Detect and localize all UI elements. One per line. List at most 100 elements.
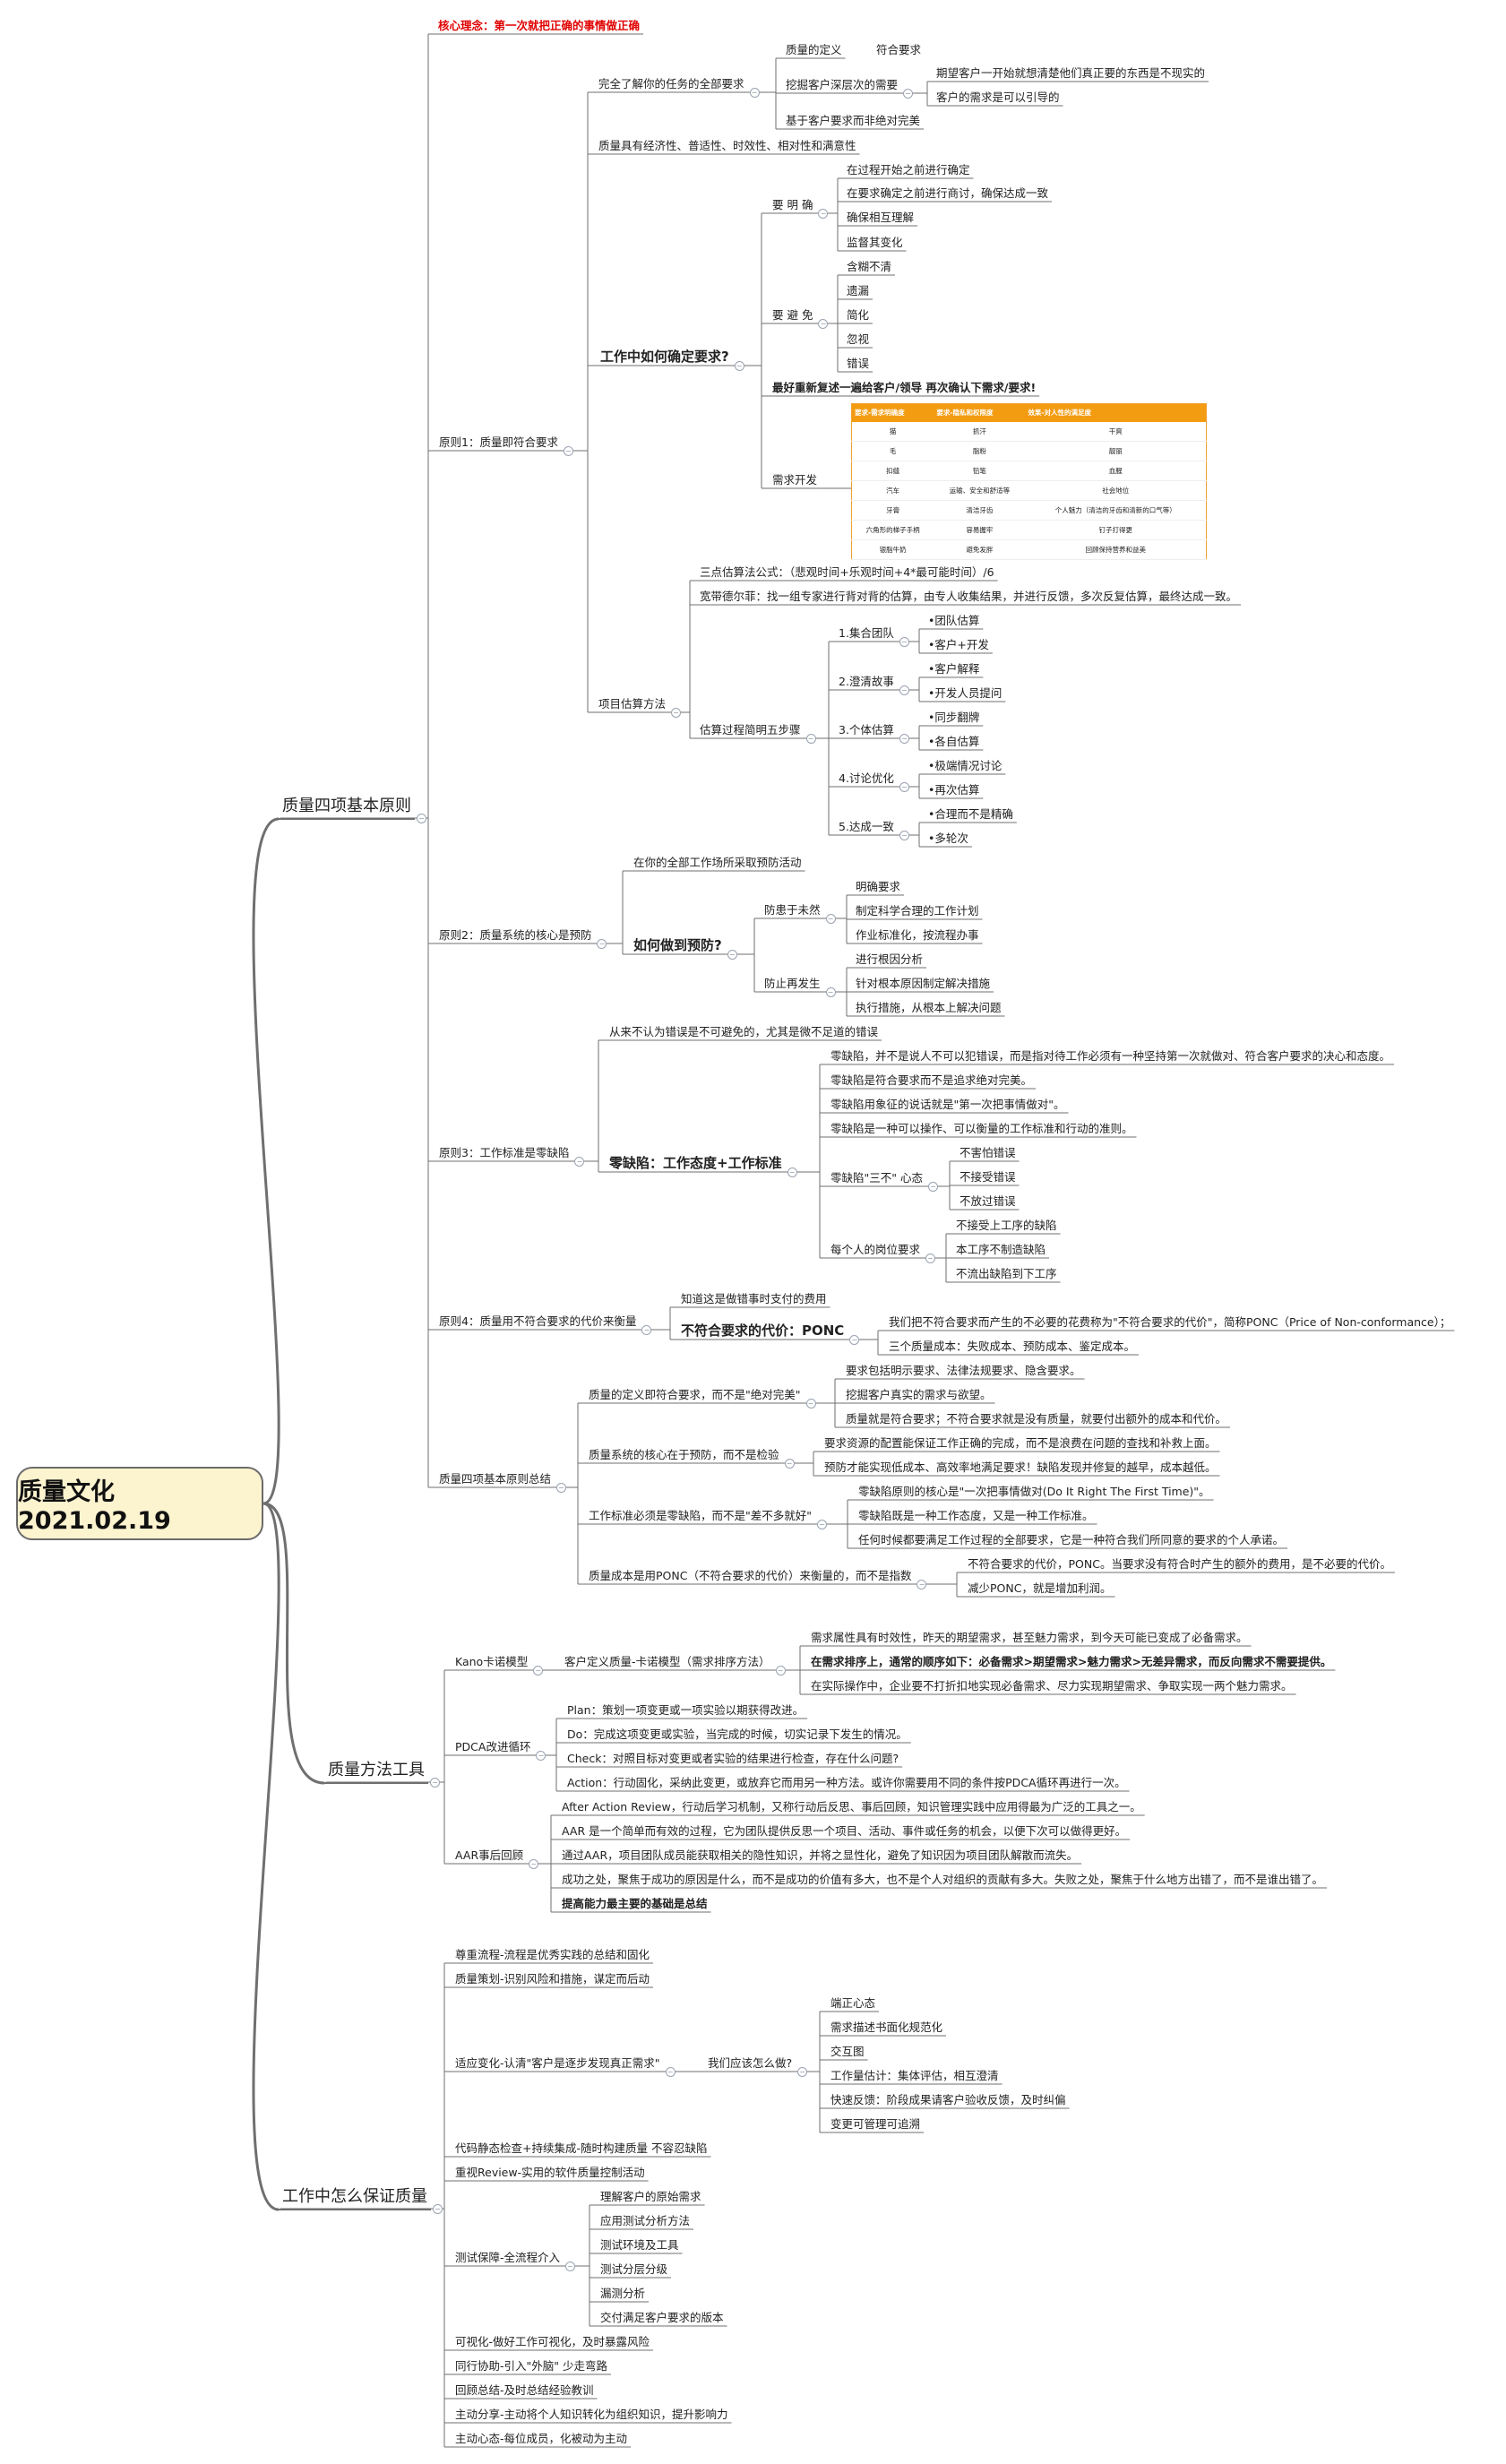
sum-2a[interactable]: 要求资源的配置能保证工作正确的完成，而不是浪费在问题的查找和补救上面。 bbox=[824, 1436, 1217, 1450]
prevent-1[interactable]: 明确要求 bbox=[856, 880, 901, 893]
how-4[interactable]: 工作量估计：集体评估，相互澄清 bbox=[830, 2069, 999, 2082]
collapse-toggle-icon[interactable]: − bbox=[805, 734, 816, 744]
collapse-toggle-icon[interactable]: − bbox=[825, 914, 836, 924]
collapse-toggle-icon[interactable]: − bbox=[417, 814, 426, 823]
p3-zero-defect[interactable]: 零缺陷：工作态度+工作标准 bbox=[609, 1155, 782, 1171]
step-2a[interactable]: •客户解释 bbox=[928, 662, 980, 676]
test-5[interactable]: 漏测分析 bbox=[600, 2287, 646, 2300]
collapse-toggle-icon[interactable]: − bbox=[825, 987, 836, 997]
p1-deep-needs-1[interactable]: 期望客户一开始就想清楚他们真正要的东西是不现实的 bbox=[936, 66, 1206, 80]
tool-kano[interactable]: Kano卡诺模型 bbox=[455, 1655, 529, 1668]
aar-4[interactable]: 成功之处，聚焦于成功的原因是什么，而不是成功的价值有多大，也不是个人对组织的贡献… bbox=[562, 1873, 1324, 1886]
clear-2[interactable]: 在要求确定之前进行商讨，确保达成一致 bbox=[847, 186, 1049, 200]
three-no-3[interactable]: 不放过错误 bbox=[960, 1194, 1016, 1208]
p4-cost-of-errors[interactable]: 知道这是做错事时支付的费用 bbox=[681, 1292, 827, 1305]
collapse-toggle-icon[interactable]: − bbox=[787, 1167, 797, 1177]
ensure-9[interactable]: 回顾总结-及时总结经验教训 bbox=[455, 2383, 594, 2397]
collapse-toggle-icon[interactable]: − bbox=[818, 319, 829, 329]
collapse-toggle-icon[interactable]: − bbox=[899, 831, 909, 840]
step-1[interactable]: 1.集合团队 bbox=[839, 626, 894, 640]
root-topic[interactable]: 质量文化 2021.02.19 bbox=[16, 1467, 263, 1540]
zd-4[interactable]: 零缺陷是一种可以操作、可以衡量的工作标准和行动的准则。 bbox=[830, 1122, 1133, 1135]
kano-2[interactable]: 在需求排序上，通常的顺序如下：必备需求>期望需求>魅力需求>无差异需求，而反向需… bbox=[811, 1655, 1332, 1668]
sum-2b[interactable]: 预防才能实现低成本、高效率地满足要求！缺陷发现并修复的越早，成本越低。 bbox=[824, 1460, 1217, 1474]
collapse-toggle-icon[interactable]: − bbox=[727, 950, 737, 960]
test-4[interactable]: 测试分层分级 bbox=[600, 2262, 668, 2276]
est-five-steps[interactable]: 估算过程简明五步骤 bbox=[700, 723, 801, 737]
collapse-toggle-icon[interactable]: − bbox=[899, 637, 909, 647]
prevent-3[interactable]: 作业标准化，按流程办事 bbox=[856, 928, 979, 942]
avoid-3[interactable]: 简化 bbox=[847, 308, 870, 322]
avoid-1[interactable]: 含糊不清 bbox=[847, 260, 892, 273]
step-2b[interactable]: •开发人员提问 bbox=[928, 686, 1003, 700]
step-3b[interactable]: •各自估算 bbox=[928, 735, 980, 748]
collapse-toggle-icon[interactable]: − bbox=[556, 1483, 567, 1493]
how-2[interactable]: 需求描述书面化规范化 bbox=[830, 2020, 943, 2034]
zd-post-req[interactable]: 每个人的岗位要求 bbox=[830, 1243, 921, 1256]
collapse-toggle-icon[interactable]: − bbox=[817, 1520, 827, 1529]
step-5[interactable]: 5.达成一致 bbox=[839, 820, 894, 833]
collapse-toggle-icon[interactable]: − bbox=[665, 2067, 676, 2077]
ensure-6[interactable]: 测试保障-全流程介入 bbox=[455, 2251, 561, 2264]
test-2[interactable]: 应用测试分析方法 bbox=[600, 2214, 691, 2227]
ensure-7[interactable]: 可视化-做好工作可视化，及时暴露风险 bbox=[455, 2335, 650, 2348]
aar-2[interactable]: AAR 是一个简单而有效的过程，它为团队提供反思一个项目、活动、事件或任务的机会… bbox=[562, 1824, 1127, 1838]
collapse-toggle-icon[interactable]: − bbox=[784, 1459, 795, 1469]
ponc-2[interactable]: 三个质量成本：失败成本、预防成本、鉴定成本。 bbox=[889, 1340, 1136, 1353]
p1-not-perfect[interactable]: 基于客户要求而非绝对完美 bbox=[786, 114, 921, 127]
p1-conformance[interactable]: 符合要求 bbox=[876, 43, 922, 56]
how-3[interactable]: 交互图 bbox=[830, 2045, 865, 2058]
recur-2[interactable]: 针对根本原因制定解决措施 bbox=[856, 977, 991, 990]
collapse-toggle-icon[interactable]: − bbox=[917, 1580, 927, 1590]
pdca-action[interactable]: Action：行动固化，采纳此变更，或放弃它而用另一种方法。或许你需要用不同的条… bbox=[567, 1776, 1126, 1789]
sum-3c[interactable]: 任何时候都要满足工作过程的全部要求，它是一种符合我们所同意的要求的个人承诺。 bbox=[858, 1533, 1285, 1546]
p1-quality-definition[interactable]: 质量的定义 bbox=[786, 43, 842, 56]
sum-1a[interactable]: 要求包括明示要求、法律法规要求、隐含要求。 bbox=[846, 1364, 1081, 1377]
kano-model[interactable]: 客户定义质量-卡诺模型（需求排序方法） bbox=[564, 1655, 770, 1668]
principles-summary[interactable]: 质量四项基本原则总结 bbox=[439, 1472, 552, 1486]
sum-4a[interactable]: 不符合要求的代价，PONC。当要求没有符合时产生的额外的费用，是不必要的代价。 bbox=[968, 1557, 1391, 1571]
step-5a[interactable]: •合理而不是精确 bbox=[928, 807, 1013, 821]
p2-prevention-activities[interactable]: 在你的全部工作场所采取预防活动 bbox=[633, 856, 802, 869]
collapse-toggle-icon[interactable]: − bbox=[775, 1666, 786, 1676]
ensure-1[interactable]: 尊重流程-流程是优秀实践的总结和固化 bbox=[455, 1948, 650, 1961]
avoid-4[interactable]: 忽视 bbox=[847, 332, 870, 346]
sum-3[interactable]: 工作标准必须是零缺陷，而不是"差不多就好" bbox=[589, 1509, 812, 1522]
zd-2[interactable]: 零缺陷是符合要求而不是追求绝对完美。 bbox=[830, 1073, 1033, 1087]
collapse-toggle-icon[interactable]: − bbox=[927, 1182, 938, 1192]
collapse-toggle-icon[interactable]: − bbox=[899, 685, 909, 695]
step-1b[interactable]: •客户+开发 bbox=[928, 638, 989, 651]
collapse-toggle-icon[interactable]: − bbox=[536, 1751, 546, 1761]
test-6[interactable]: 交付满足客户要求的版本 bbox=[600, 2311, 724, 2324]
sum-4[interactable]: 质量成本是用PONC（不符合要求的代价）来衡量的，而不是指数 bbox=[589, 1569, 912, 1582]
branch-quality-principles[interactable]: 质量四项基本原则 bbox=[282, 797, 411, 815]
aar-5[interactable]: 提高能力最主要的基础是总结 bbox=[562, 1897, 708, 1910]
test-1[interactable]: 理解客户的原始需求 bbox=[600, 2190, 701, 2203]
collapse-toggle-icon[interactable]: − bbox=[433, 2204, 443, 2214]
pdca-check[interactable]: Check：对照目标对变更或者实验的结果进行检查，存在什么问题? bbox=[567, 1752, 899, 1765]
principle-3[interactable]: 原则3：工作标准是零缺陷 bbox=[439, 1146, 570, 1159]
step-5b[interactable]: •多轮次 bbox=[928, 831, 968, 845]
clear-4[interactable]: 监督其变化 bbox=[847, 236, 903, 249]
collapse-toggle-icon[interactable]: − bbox=[641, 1325, 652, 1335]
avoid-5[interactable]: 错误 bbox=[847, 357, 870, 370]
p1-deep-needs-2[interactable]: 客户的需求是可以引导的 bbox=[936, 90, 1060, 104]
p1-quality-attributes[interactable]: 质量具有经济性、普适性、时效性、相对性和满意性 bbox=[598, 139, 856, 152]
step-4[interactable]: 4.讨论优化 bbox=[839, 771, 894, 785]
test-3[interactable]: 测试环境及工具 bbox=[600, 2238, 679, 2252]
collapse-toggle-icon[interactable]: − bbox=[849, 1335, 860, 1345]
prevent-2[interactable]: 制定科学合理的工作计划 bbox=[856, 904, 979, 918]
est-delphi[interactable]: 宽带德尔菲：找一组专家进行背对背的估算，由专人收集结果，并进行反馈，多次反复估算… bbox=[700, 590, 1238, 603]
aar-3[interactable]: 通过AAR，项目团队成员能获取相关的隐性知识，并将之显性化，避免了知识因为项目团… bbox=[562, 1848, 1079, 1862]
branch-ensure-quality[interactable]: 工作中怎么保证质量 bbox=[282, 2187, 427, 2206]
collapse-toggle-icon[interactable]: − bbox=[899, 734, 909, 744]
step-4a[interactable]: •极端情况讨论 bbox=[928, 759, 1003, 772]
collapse-toggle-icon[interactable]: − bbox=[749, 88, 760, 98]
p3-errors-avoidable[interactable]: 从来不认为错误是不可避免的，尤其是微不足道的错误 bbox=[609, 1025, 879, 1038]
sum-2[interactable]: 质量系统的核心在于预防，而不是检验 bbox=[589, 1448, 779, 1461]
aar-1[interactable]: After Action Review，行动后学习机制，又称行动后反思、事后回顾… bbox=[562, 1800, 1141, 1814]
step-1a[interactable]: •团队估算 bbox=[928, 614, 980, 627]
sum-3a[interactable]: 零缺陷原则的核心是"一次把事情做对(Do It Right The First … bbox=[858, 1485, 1210, 1498]
how-1[interactable]: 端正心态 bbox=[830, 1996, 876, 2010]
step-2[interactable]: 2.澄清故事 bbox=[839, 675, 894, 688]
